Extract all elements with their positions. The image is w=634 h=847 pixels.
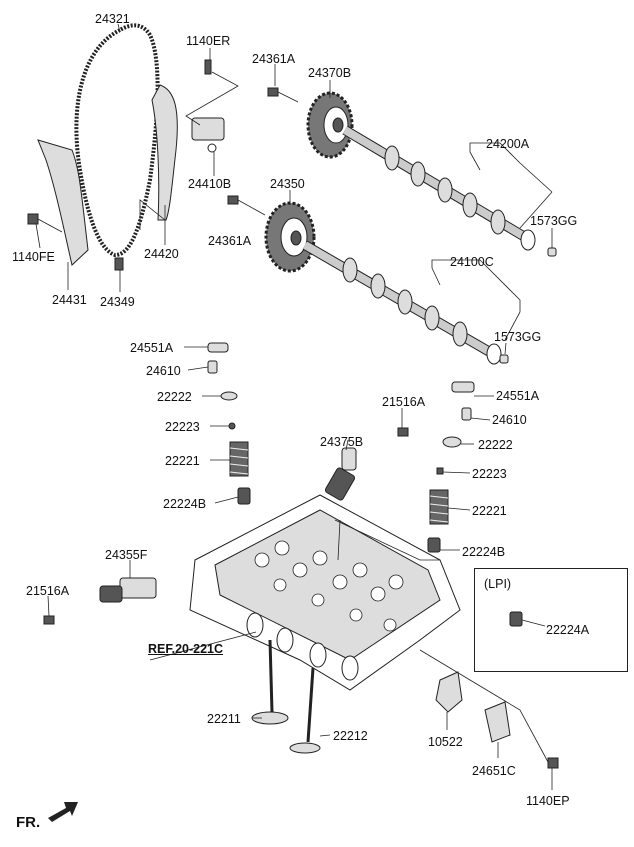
label-24361A-mid: 24361A (208, 234, 252, 248)
intake-camshaft (302, 240, 502, 365)
timing-chain (74, 23, 160, 258)
lash-adjuster-24610-left (207, 360, 218, 374)
seal-22224B-right (427, 537, 441, 553)
label-1573GG-top: 1573GG (530, 214, 578, 228)
label-24610-left: 24610 (146, 364, 181, 378)
label-1573GG-bot: 1573GG (494, 330, 542, 344)
label-24370B: 24370B (308, 66, 352, 80)
label-22223-left: 22223 (165, 420, 200, 434)
label-1140ER: 1140ER (186, 34, 231, 48)
label-21516A-right: 21516A (382, 395, 426, 409)
label-24551A-right: 24551A (496, 389, 540, 403)
bolt-1140FE (27, 213, 63, 233)
label-24349: 24349 (100, 295, 135, 309)
seal-22224B-left (237, 487, 251, 505)
label-22224A: 22224A (546, 623, 590, 637)
retainer-22222-left (220, 391, 238, 401)
label-21516A-left: 21516A (26, 584, 70, 598)
label-22212: 22212 (333, 729, 368, 743)
bolt-21516A-right (397, 427, 409, 437)
label-10522: 10522 (428, 735, 463, 749)
label-22224B-left: 22224B (163, 497, 207, 511)
bolt-24361A-top (267, 87, 299, 103)
cotter-22223-left (228, 422, 236, 430)
label-24610-right: 24610 (492, 413, 527, 427)
exhaust-camshaft (342, 125, 536, 251)
label-22211: 22211 (207, 712, 241, 726)
label-22224B-right: 22224B (462, 545, 506, 559)
bolt-24361A-mid (227, 195, 266, 216)
exhaust-cam-sprocket (306, 91, 354, 159)
cylinder-head (189, 494, 461, 691)
label-22223-right: 22223 (472, 467, 507, 481)
bolt-24349 (114, 257, 124, 271)
label-22222-right: 22222 (478, 438, 513, 452)
label-1140FE: 1140FE (12, 250, 55, 264)
oil-control-valve-24375B (324, 447, 357, 501)
leader-lines (35, 23, 553, 790)
retainer-22222-right (442, 436, 462, 448)
label-lpi: (LPI) (484, 577, 512, 591)
label-24321: 24321 (95, 12, 130, 26)
label-24100C: 24100C (450, 255, 494, 269)
label-24350: 24350 (270, 177, 305, 191)
cotter-22223-right (436, 467, 444, 475)
label-1140EP: 1140EP (526, 794, 570, 808)
seal-22224A (509, 611, 523, 627)
plug-1573GG-bot (499, 354, 509, 364)
label-24200A: 24200A (486, 137, 530, 151)
label-24355F: 24355F (105, 548, 148, 562)
exhaust-valve-22212 (289, 667, 321, 754)
label-24651C: 24651C (472, 764, 516, 778)
oil-control-valve-24355F (99, 577, 157, 603)
label-24361A-top: 24361A (252, 52, 296, 66)
label-24420: 24420 (144, 247, 179, 261)
label-24410B: 24410B (188, 177, 232, 191)
label-22222-left: 22222 (157, 390, 192, 404)
label-ref: REF.20-221C (148, 642, 224, 656)
rocker-arm-24551A-left (207, 342, 229, 353)
front-arrow-icon (48, 802, 78, 822)
chain-tensioner (191, 117, 225, 153)
lash-adjuster-24610-right (461, 407, 472, 421)
bolt-21516A-left (43, 615, 55, 625)
spring-22221-left (229, 441, 249, 477)
intake-valve-22211 (251, 639, 289, 725)
label-22221-left: 22221 (165, 454, 200, 468)
chain-guide (151, 84, 178, 221)
lpi-option-box (474, 568, 628, 672)
rocker-arm-24551A-right (451, 381, 475, 393)
bolt-1140ER (204, 59, 212, 75)
cover-24651C (484, 701, 511, 743)
label-22221-right: 22221 (472, 504, 507, 518)
label-24551A-left: 24551A (130, 341, 174, 355)
tensioner-lever (37, 139, 89, 266)
bracket-10522 (435, 671, 463, 713)
plug-1573GG-top (547, 247, 557, 257)
bolt-1140EP (547, 757, 559, 769)
intake-cam-sprocket (264, 201, 316, 273)
label-24431: 24431 (52, 293, 87, 307)
spring-22221-right (429, 489, 449, 525)
label-front: FR. (16, 814, 41, 831)
label-24375B: 24375B (320, 435, 364, 449)
